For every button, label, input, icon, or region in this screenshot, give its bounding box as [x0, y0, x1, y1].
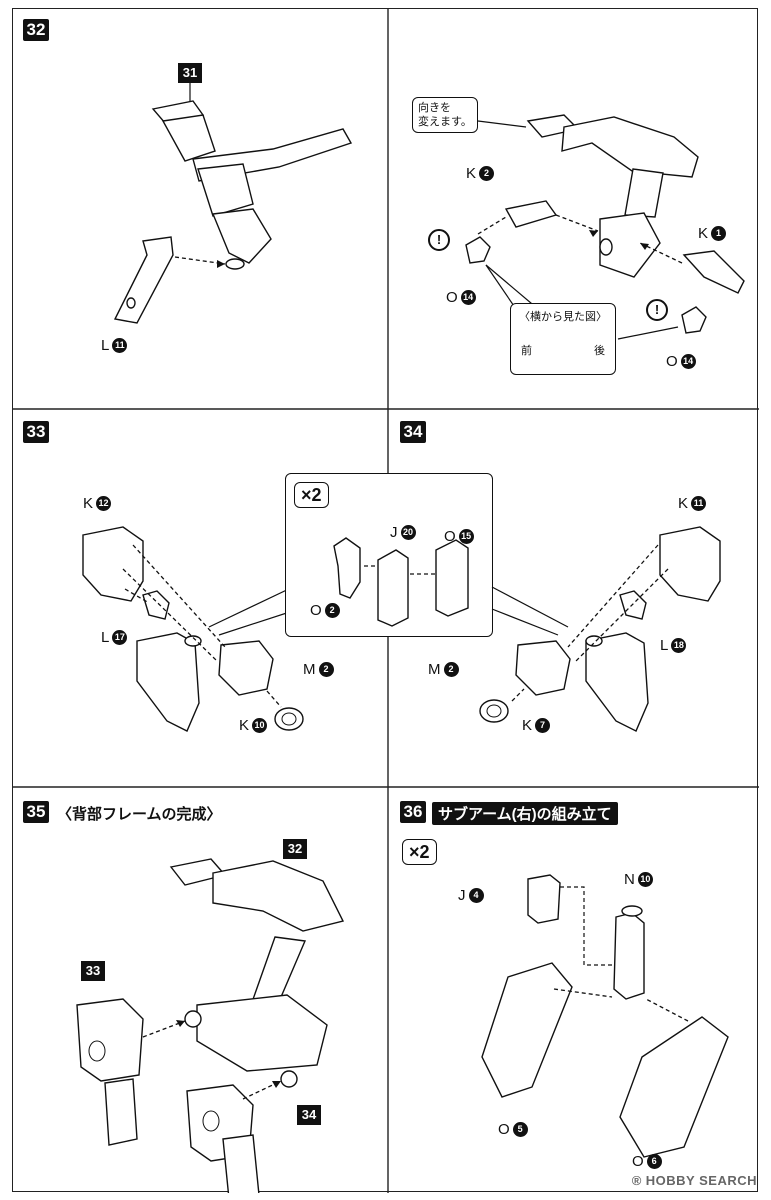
part-number: 11	[112, 338, 128, 353]
step-36-panel: 36 サブアーム(右)の組み立て ×2 J 4 N 10 O 5 O 6	[388, 787, 759, 1193]
part-number: 12	[96, 496, 112, 511]
step-title: サブアーム(右)の組み立て	[432, 802, 618, 825]
subassembly-drawing	[333, 537, 469, 627]
ref-step-34: 34	[297, 1105, 321, 1125]
part-number: 4	[468, 888, 484, 903]
part-label-o2: O 2	[310, 602, 340, 619]
part-letter: O	[310, 602, 322, 619]
registered-icon: ®	[631, 1173, 642, 1188]
part-label-l17: L 17	[101, 629, 128, 646]
part-number: 2	[324, 603, 340, 618]
part-number: 10	[637, 872, 653, 887]
part-number: 7	[535, 718, 551, 733]
step-number: 33	[23, 421, 49, 443]
part-letter: L	[660, 637, 669, 654]
part-letter: K	[678, 495, 689, 512]
part-label-m2: M 2	[303, 661, 334, 678]
ref-step-32: 32	[283, 839, 307, 859]
side-view-back: 後	[594, 345, 605, 357]
part-letter: O	[446, 289, 458, 306]
step-33-panel: 33 K 12 L 17 K 10 M	[13, 409, 388, 787]
part-label-m2: M 2	[428, 661, 459, 678]
part-label-o5: O 5	[498, 1121, 528, 1138]
part-letter: K	[698, 225, 709, 242]
part-number: 11	[691, 496, 707, 511]
part-number: 2	[443, 662, 459, 677]
part-number: 17	[112, 630, 128, 645]
part-label-k10: K 10	[239, 717, 268, 734]
part-letter: O	[498, 1121, 510, 1138]
quantity-x2: ×2	[402, 839, 437, 865]
part-label-k12: K 12	[83, 495, 112, 512]
part-letter: K	[83, 495, 94, 512]
part-label-o14-b: O 14	[666, 353, 696, 370]
step-number: 36	[400, 801, 426, 823]
part-label-l11: L 11	[101, 337, 128, 354]
part-number: 18	[671, 638, 687, 653]
step-34-panel: 34 K 11 L 18 M 2 K 7	[388, 409, 759, 787]
part-letter: N	[624, 871, 635, 888]
side-view-title: 〈横から見た図〉	[519, 311, 607, 323]
part-number: 14	[460, 290, 476, 305]
part-label-o15: O 15	[444, 528, 474, 545]
part-letter: M	[303, 661, 316, 678]
step-title: 〈背部フレームの完成〉	[57, 806, 222, 823]
part-label-l18: L 18	[660, 637, 687, 654]
caution-icon: !	[428, 229, 450, 251]
frame-part-drawing	[113, 83, 353, 324]
caution-icon: !	[646, 299, 668, 321]
part-letter: M	[428, 661, 441, 678]
part-number: 6	[646, 1154, 662, 1169]
side-view-inset: 〈横から見た図〉 前 後	[510, 303, 616, 375]
part-letter: K	[522, 717, 533, 734]
side-view-front: 前	[521, 345, 532, 357]
instruction-sheet: 32 31 L 11 向きを 変えます。	[12, 8, 759, 1193]
part-letter: L	[101, 629, 110, 646]
part-number: 10	[252, 718, 268, 733]
part-letter: K	[466, 165, 477, 182]
part-letter: J	[458, 887, 466, 904]
sub-arm-assembly-drawing	[481, 874, 729, 1158]
part-number: 2	[479, 166, 495, 181]
part-letter: O	[666, 353, 678, 370]
part-letter: L	[101, 337, 110, 354]
ref-step-31: 31	[178, 63, 202, 83]
part-number: 15	[458, 529, 474, 544]
step-number: 34	[400, 421, 426, 443]
ref-step-33: 33	[81, 961, 105, 981]
part-number: 2	[318, 662, 334, 677]
part-letter: K	[239, 717, 250, 734]
part-number: 5	[512, 1122, 528, 1137]
shared-subassembly-box: ×2 J 20 O 15 O 2	[285, 473, 493, 637]
part-label-k7: K 7	[522, 717, 551, 734]
watermark-text: HOBBY SEARCH	[645, 1173, 757, 1188]
step-number: 35	[23, 801, 49, 823]
back-frame-assembly-drawing	[76, 858, 345, 1193]
part-letter: O	[444, 528, 456, 545]
step-32-right-panel: 向きを 変えます。 K 2 K	[388, 9, 759, 409]
part-label-k2: K 2	[466, 165, 495, 182]
note-bubble: 向きを 変えます。	[412, 97, 478, 133]
quantity-x2: ×2	[294, 482, 329, 508]
part-label-o6: O 6	[632, 1153, 662, 1170]
step-35-panel: 35 〈背部フレームの完成〉 32 33 34	[13, 787, 388, 1193]
part-label-k1: K 1	[698, 225, 727, 242]
watermark: ® HOBBY SEARCH	[632, 1173, 757, 1188]
part-label-o14: O 14	[446, 289, 476, 306]
part-letter: J	[390, 524, 398, 541]
part-number: 14	[680, 354, 696, 369]
leg-parts-drawing	[82, 526, 304, 732]
step-32-left-panel: 32 31 L 11	[13, 9, 388, 409]
part-label-k11: K 11	[678, 495, 707, 512]
part-label-n10: N 10	[624, 871, 653, 888]
leg-parts-drawing-mirrored	[479, 526, 721, 732]
step-number: 32	[23, 19, 49, 41]
part-number: 1	[711, 226, 727, 241]
part-label-j20: J 20	[390, 524, 416, 541]
part-number: 20	[400, 525, 416, 540]
part-label-j4: J 4	[458, 887, 484, 904]
part-letter: O	[632, 1153, 644, 1170]
